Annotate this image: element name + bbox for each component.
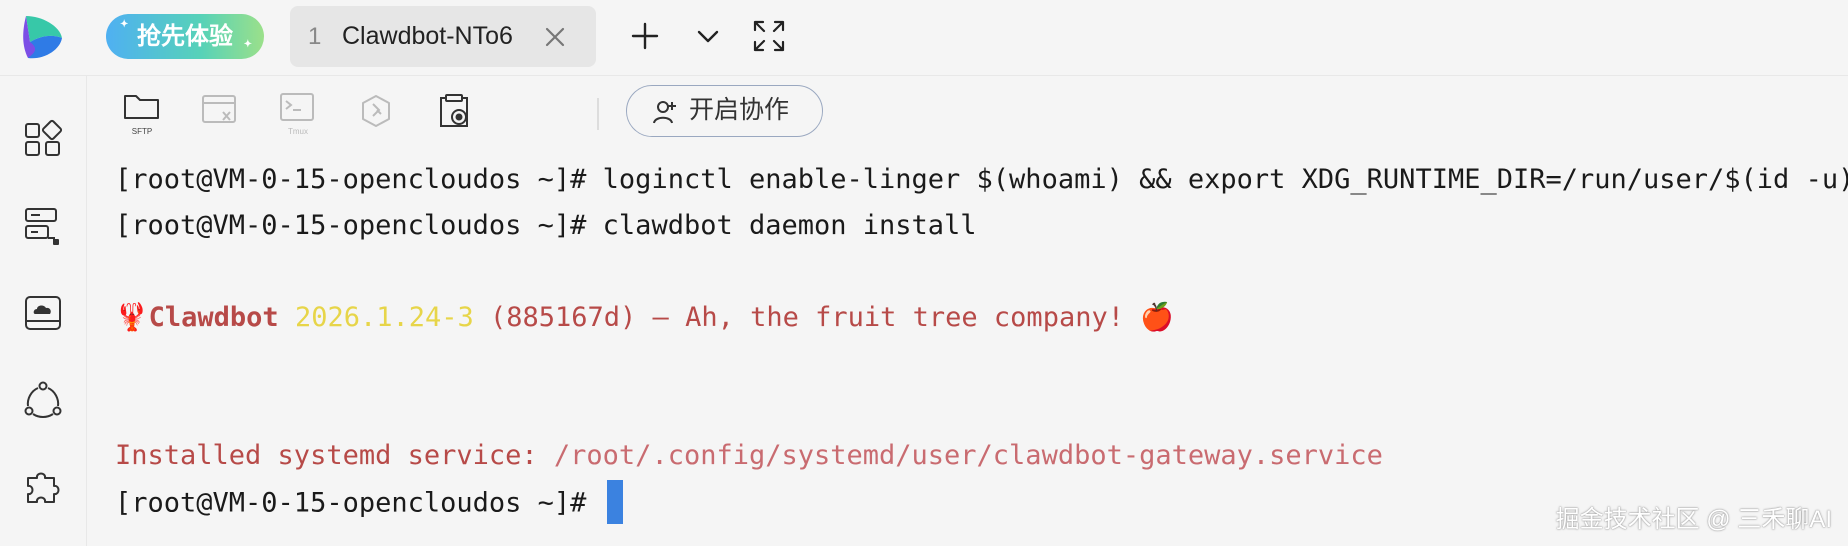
watermark: 掘金技术社区 @ 三禾聊AI [1555, 506, 1832, 533]
installed-label: Installed systemd service: [115, 440, 554, 471]
terminal-line-prompt: [root@VM-0-15-opencloudos ~]# [115, 480, 623, 524]
chevron-down-icon[interactable] [690, 18, 726, 54]
share-network-icon[interactable] [22, 379, 64, 421]
fullscreen-icon[interactable] [751, 18, 787, 54]
terminal-toolbar: SFTP Tmux [87, 76, 1848, 148]
app-logo-icon [23, 16, 62, 59]
terminal-banner-line: 🦞Clawdbot 2026.1.24-3 (885167d) — Ah, th… [115, 298, 1174, 338]
cloud-disk-icon[interactable] [22, 292, 64, 334]
banner-app-name: Clawdbot [148, 302, 279, 333]
command-text: loginctl enable-linger $(whoami) && expo… [602, 164, 1848, 195]
plus-icon[interactable] [627, 18, 663, 54]
tab-session[interactable]: 1 Clawdbot-NTo6 [290, 6, 596, 67]
sparkle-icon: ✦ [243, 39, 252, 50]
ai-assist-button [355, 90, 397, 134]
sftp-button[interactable]: SFTP [121, 90, 163, 136]
tmux-label: Tmux [288, 127, 308, 136]
terminal-output[interactable]: [root@VM-0-15-opencloudos ~]# loginctl e… [87, 148, 1848, 546]
terminal-installed-line: Installed systemd service: /root/.config… [115, 436, 1383, 476]
add-user-icon [653, 101, 676, 124]
folder-icon [124, 95, 159, 119]
clipboard-record-icon [440, 94, 468, 127]
sparkle-icon: ✦ [120, 19, 129, 30]
terminal-window-icon [280, 93, 314, 121]
installed-service-path: /root/.config/systemd/user/clawdbot-gate… [553, 440, 1383, 471]
sidebar [0, 76, 87, 546]
toolbar-divider [597, 98, 599, 130]
collaboration-label: 开启协作 [689, 96, 790, 124]
banner-version: 2026.1.24-3 [294, 302, 474, 333]
lobster-icon: 🦞 [115, 302, 149, 333]
apps-grid-icon[interactable] [22, 118, 64, 160]
terminal-line-2: [root@VM-0-15-opencloudos ~]# clawdbot d… [115, 206, 977, 246]
banner-tagline: (885167d) — Ah, the fruit tree company! [473, 302, 1141, 333]
plugin-puzzle-icon[interactable] [22, 466, 64, 508]
window-code-icon [202, 95, 236, 123]
top-bar: ✦ 抢先体验 ✦ 1 Clawdbot-NTo6 [0, 0, 1848, 76]
shell-prompt: [root@VM-0-15-opencloudos ~]# [115, 487, 603, 519]
close-icon[interactable] [542, 24, 568, 50]
vscode-button [199, 90, 241, 134]
early-access-badge[interactable]: ✦ 抢先体验 ✦ [106, 14, 264, 59]
tab-title: Clawdbot-NTo6 [342, 22, 513, 50]
shell-prompt: [root@VM-0-15-opencloudos ~]# [115, 210, 603, 241]
start-collaboration-button[interactable]: 开启协作 [626, 85, 823, 137]
terminal-cursor [606, 480, 623, 524]
terminal-line-1: [root@VM-0-15-opencloudos ~]# loginctl e… [115, 160, 1848, 200]
sftp-label: SFTP [131, 127, 153, 136]
tab-number: 1 [308, 23, 322, 50]
server-list-icon[interactable] [22, 205, 64, 247]
record-button[interactable] [433, 90, 475, 134]
command-text: clawdbot daemon install [602, 210, 977, 241]
apple-icon: 🍎 [1140, 302, 1174, 333]
shell-prompt: [root@VM-0-15-opencloudos ~]# [115, 164, 603, 195]
hexagon-icon [362, 95, 390, 127]
tmux-button: Tmux [277, 90, 319, 136]
early-access-label: 抢先体验 [137, 23, 233, 50]
